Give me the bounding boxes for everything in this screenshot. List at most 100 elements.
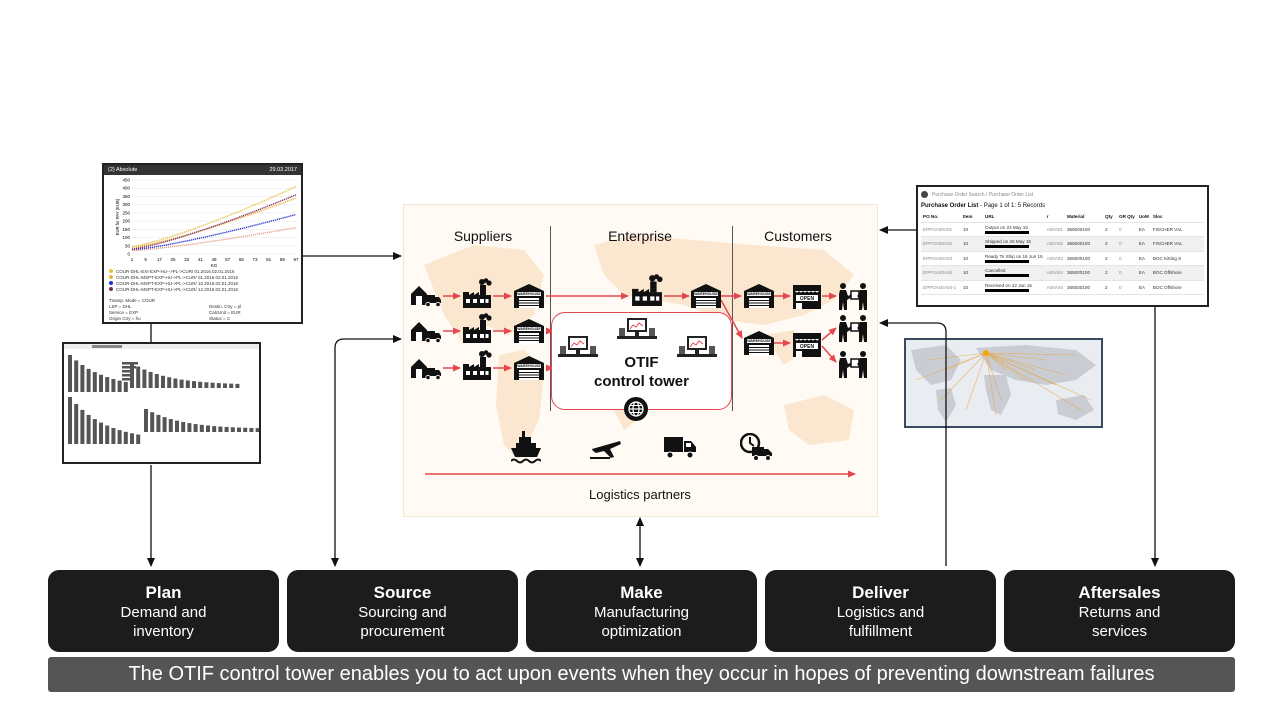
chart-legend: COUR-DHL-EXI-EXP-HU-->PL->CUR/ 01.2016.0… [109, 269, 299, 293]
cell-gr-qty: 0 [1117, 251, 1137, 266]
route-line [985, 352, 1067, 376]
dashboard-hbar [122, 370, 134, 373]
legend-entry: COUR-DHL-EXI-EXP-HU-->PL->CUR/ 01.2016.0… [109, 269, 299, 275]
cell-qty: 2 [1103, 251, 1117, 266]
legend-entry: COUR-DHL-MSPT-EXP-HU->PL->CUR/ 12.2016.0… [109, 287, 299, 293]
chart-thumb-header: (2) Absolute 29.03.2017 [104, 165, 301, 175]
po-list-heading: Purchase Order List - Page 1 of 1: 5 Rec… [921, 203, 1204, 209]
dashboard-bar [99, 422, 103, 444]
cell-status: Shipped on 26 May 15 [983, 236, 1045, 252]
cell-po-no[interactable]: EPPOA00A04-1 [921, 280, 961, 295]
dashboard-bar [68, 355, 72, 392]
y-tick-label: 150 [122, 227, 130, 232]
cell-po-no[interactable]: EPPOA00A02 [921, 236, 961, 252]
col-gr-qty[interactable]: GR Qty [1117, 211, 1137, 223]
cell-r: A00A04 [1044, 265, 1065, 281]
meta-line: Destin. Ctry = pl [209, 304, 242, 309]
status-progress-bar [985, 274, 1029, 278]
process-source[interactable]: Source Sourcing and procurement [287, 570, 518, 652]
cell-uom: EA [1136, 222, 1151, 237]
cell-r: A00A04 [1044, 280, 1065, 295]
table-row[interactable]: EPPOA00A04-1 10 Received on 22 Jun 15 A0… [921, 280, 1204, 295]
col-po-no[interactable]: PO No. [921, 211, 961, 223]
status-text: Received on 22 Jun 15 [985, 282, 1032, 288]
cell-po-no[interactable]: EPPOA00A03 [921, 251, 961, 266]
meta-line: CalcUnit = EUR [209, 310, 241, 315]
dashboard-bar [136, 366, 141, 388]
dashboard-hbar [122, 366, 136, 369]
col-url[interactable]: URL [983, 211, 1045, 223]
route-line [985, 352, 1037, 371]
cell-material: 365000100 [1065, 251, 1103, 266]
dashboard-bar [111, 378, 116, 392]
table-row[interactable]: EPPOA00A01 10 Output on 23 May 15 A00A01… [921, 222, 1204, 237]
col-material[interactable]: Material [1065, 211, 1103, 223]
process-title: Make [620, 583, 663, 602]
chart-thumb-title: (2) Absolute [108, 167, 138, 173]
route-line [985, 352, 1057, 386]
cell-uom: EA [1136, 236, 1151, 252]
dashboard-bar [74, 360, 79, 392]
dashboard-bar [206, 425, 210, 432]
process-subtitle: Demand and inventory [120, 604, 207, 640]
col-item[interactable]: Item [961, 211, 983, 223]
status-text: Ready To Ship on 16 Jun 15 [985, 253, 1043, 259]
back-icon[interactable] [921, 191, 928, 198]
dashboard-bar [130, 433, 134, 444]
cell-status: Ready To Ship on 16 Jun 15 [983, 251, 1045, 266]
cell-item: 10 [961, 280, 983, 295]
cell-status: Received on 22 Jun 15 [983, 280, 1045, 295]
y-tick-label: 100 [122, 235, 130, 240]
col-sloc[interactable]: Sloc [1150, 211, 1204, 223]
col-r[interactable]: r [1044, 211, 1065, 223]
cell-qty: 2 [1103, 265, 1117, 281]
x-tick-label: 1 [131, 257, 134, 262]
legend-label: COUR-DHL-EXI-EXP-HU-->PL->CUR/ 01.2016.0… [116, 269, 235, 274]
series-line [131, 185, 297, 248]
meta-line: LSP = DHL [109, 304, 132, 309]
cell-sloc: BOC Offshore [1150, 280, 1204, 295]
cell-po-no[interactable]: EPPOA00A01 [921, 222, 961, 237]
cell-po-no[interactable]: EPPOA00A04 [921, 265, 961, 281]
y-axis-label: EUR for PAY (EUR) [115, 198, 120, 235]
table-row[interactable]: EPPOA00A04 10 Cancelled A00A04 365000100… [921, 265, 1204, 281]
status-progress-bar [985, 288, 1029, 292]
x-axis-label: KG [211, 263, 218, 268]
dashboard-bar [117, 380, 122, 392]
process-deliver[interactable]: Deliver Logistics and fulfillment [765, 570, 996, 652]
dashboard-bar [148, 371, 153, 388]
process-title: Deliver [852, 583, 909, 602]
dashboard-bar [142, 369, 147, 388]
y-tick-label: 0 [127, 252, 130, 257]
dashboard-bar [156, 414, 161, 432]
y-tick-label: 200 [122, 219, 130, 224]
process-aftersales[interactable]: Aftersales Returns and services [1004, 570, 1235, 652]
enterprise-label: Enterprise [608, 228, 672, 244]
route-line [965, 352, 987, 411]
col-uom[interactable]: UoM [1136, 211, 1151, 223]
route-line [985, 352, 1082, 411]
dashboard-bar [192, 381, 196, 388]
cell-gr-qty: 0 [1117, 265, 1137, 281]
process-subtitle: Returns and services [1078, 604, 1161, 640]
dashboard-bar [154, 374, 159, 388]
po-table-header: PO No. Item URL r Material Qty GR Qty Uo… [921, 211, 1204, 223]
cell-sloc: BOC Kitting S [1150, 251, 1204, 266]
table-row[interactable]: EPPOA00A02 10 Shipped on 26 May 15 A00A0… [921, 236, 1204, 252]
meta-line: Origin Ctry = hu [109, 316, 141, 321]
y-tick-label: 300 [122, 202, 130, 207]
po-record-count: - Page 1 of 1: 5 Records [978, 203, 1046, 209]
route-line [985, 352, 1047, 361]
po-list-title: Purchase Order List [921, 203, 979, 209]
dashboard-bar [193, 424, 198, 432]
separator-enterprise-customers [732, 226, 733, 411]
purchase-order-thumbnail: Purchase Order Search / Purchase Order L… [916, 185, 1209, 307]
cell-qty: 2 [1103, 280, 1117, 295]
process-make[interactable]: Make Manufacturing optimization [526, 570, 757, 652]
table-row[interactable]: EPPOA00A03 10 Ready To Ship on 16 Jun 15… [921, 251, 1204, 266]
col-qty[interactable]: Qty [1103, 211, 1117, 223]
process-plan[interactable]: Plan Demand and inventory [48, 570, 279, 652]
dashboard-bar [249, 427, 254, 432]
